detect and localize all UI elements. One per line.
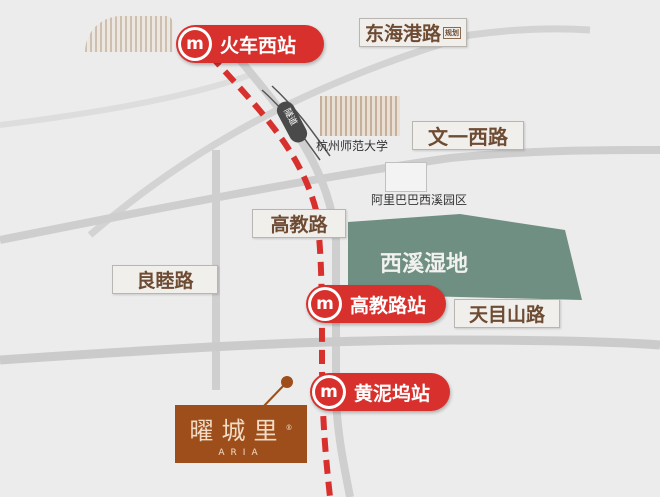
road-label-tianmushan: 天目山路 [454,299,560,328]
alibaba-campus-illustration [385,162,427,192]
university-building-illustration [320,96,400,136]
metro-line [207,52,333,497]
road-label-wenyixi: 文一西路 [412,121,524,150]
road-label-liangmu: 良睦路 [112,265,218,294]
train-station-building-illustration [85,16,173,52]
project-name: 曜城里® [189,417,293,445]
poi-alibaba-xixi-campus: 阿里巴巴西溪园区 [371,193,468,207]
station-gaojiaolu[interactable]: m 高教路站 [306,285,446,323]
project-brand-box[interactable]: 曜城里® ARIA [175,405,307,463]
road-label-gaojiao: 高教路 [252,209,346,238]
station-huangniwu[interactable]: m 黄泥坞站 [310,373,450,411]
station-huochexi[interactable]: m 火车西站 [176,25,324,63]
tunnel-badge [276,101,308,143]
project-subtitle: ARIA [218,448,264,458]
wetland-area [348,214,582,300]
metro-logo-icon: m [312,375,346,409]
area-label-xixi-wetland: 西溪湿地 [380,252,469,277]
metro-logo-icon: m [308,287,342,321]
road-label-donghaigang: 东海港路 规划 [359,18,467,47]
project-pin [281,376,293,388]
metro-logo-icon: m [178,27,212,61]
poi-hangzhou-normal-university: 杭州师范大学 [316,139,389,153]
